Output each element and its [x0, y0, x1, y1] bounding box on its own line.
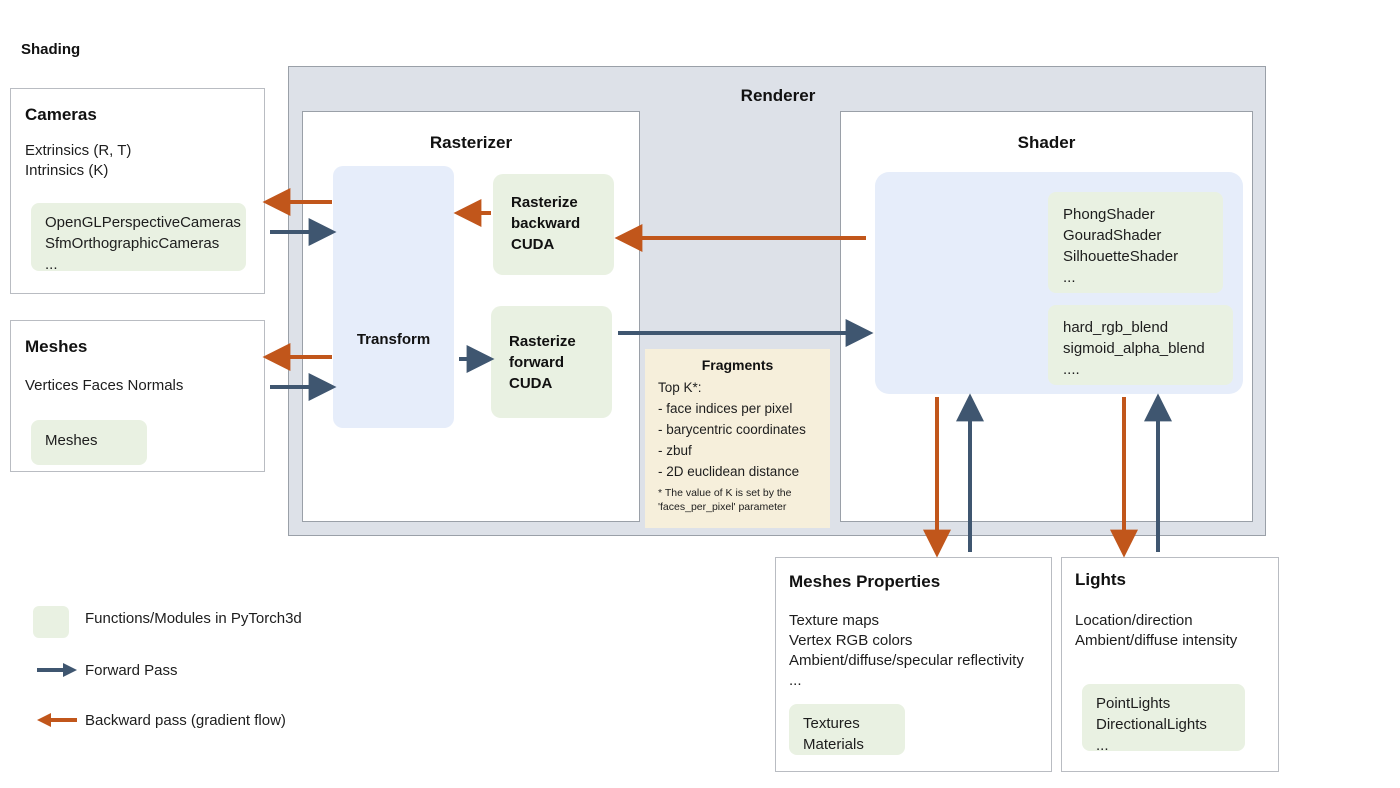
arrow-right-forward-icon — [37, 663, 77, 677]
blend-function-2: .... — [1063, 361, 1080, 378]
meshes-modules-list: Meshes — [31, 420, 147, 465]
cameras-panel: Cameras Extrinsics (R, T) Intrinsics (K)… — [10, 88, 265, 294]
blend-function-0: hard_rgb_blend — [1063, 319, 1169, 336]
cameras-body: Extrinsics (R, T) Intrinsics (K) — [25, 141, 131, 181]
fragments-line-3: - zbuf — [658, 443, 692, 458]
cameras-module-2: ... — [45, 256, 58, 273]
rasterize-backward-line-2: CUDA — [511, 236, 555, 253]
meshes-properties-module-1: Materials — [803, 736, 864, 753]
arrow-left-backward-icon — [37, 713, 77, 727]
legend: Functions/Modules in PyTorch3d Forward P… — [33, 600, 373, 750]
shader-module-3: ... — [1063, 269, 1076, 286]
cameras-title: Cameras — [25, 105, 97, 124]
fragments-line-4: - 2D euclidean distance — [658, 464, 800, 479]
rasterize-backward-cuda-block: Rasterize backward CUDA — [493, 174, 614, 275]
cameras-module-1: SfmOrthographicCameras — [45, 235, 220, 252]
lights-body: Location/direction Ambient/diffuse inten… — [1075, 611, 1237, 651]
fragments-line-0: Top K*: — [658, 380, 702, 395]
lights-title: Lights — [1075, 570, 1126, 589]
shading-title: Shading — [21, 41, 81, 58]
meshes-body-line-0: Vertices Faces Normals — [25, 377, 184, 394]
cameras-body-line-0: Extrinsics (R, T) — [25, 142, 132, 159]
meshes-properties-body: Texture maps Vertex RGB colors Ambient/d… — [789, 611, 1024, 691]
renderer-title: Renderer — [740, 86, 816, 105]
lights-panel: Lights Location/direction Ambient/diffus… — [1061, 557, 1279, 772]
rasterize-forward-line-0: Rasterize — [509, 333, 576, 350]
rasterize-backward-line-1: backward — [511, 215, 581, 232]
meshes-properties-line-1: Vertex RGB colors — [789, 632, 913, 649]
legend-label-1: Forward Pass — [85, 662, 178, 679]
fragments-footnote: * The value of K is set by the 'faces_pe… — [658, 487, 792, 513]
rasterize-backward-line-0: Rasterize — [511, 194, 578, 211]
lights-body-line-1: Ambient/diffuse intensity — [1075, 632, 1238, 649]
lights-body-line-0: Location/direction — [1075, 612, 1193, 629]
fragments-list: Top K*: - face indices per pixel - baryc… — [658, 377, 806, 482]
lights-module-1: DirectionalLights — [1096, 716, 1207, 733]
transform-label: Transform — [356, 330, 431, 348]
meshes-title: Meshes — [25, 337, 88, 356]
lights-module-2: ... — [1096, 737, 1109, 754]
shader-title: Shader — [1017, 133, 1076, 152]
green-square-swatch-icon — [33, 606, 69, 638]
meshes-properties-module-0: Textures — [803, 715, 860, 732]
cameras-modules-list: OpenGLPerspectiveCameras SfmOrthographic… — [31, 203, 246, 273]
meshes-panel: Meshes Vertices Faces Normals Meshes — [10, 320, 265, 472]
shader-module-1: GouradShader — [1063, 227, 1162, 244]
rasterize-forward-line-2: CUDA — [509, 375, 553, 392]
fragments-block: Fragments Top K*: - face indices per pix… — [645, 349, 830, 528]
legend-label-2: Backward pass (gradient flow) — [85, 712, 286, 729]
meshes-properties-modules-list: Textures Materials — [789, 704, 905, 755]
fragments-title: Fragments — [701, 357, 774, 373]
fragments-line-1: - face indices per pixel — [658, 401, 793, 416]
meshes-properties-title: Meshes Properties — [789, 572, 941, 591]
cameras-body-line-1: Intrinsics (K) — [25, 162, 109, 179]
blend-function-1: sigmoid_alpha_blend — [1063, 340, 1205, 357]
fragments-line-2: - barycentric coordinates — [658, 422, 806, 437]
cameras-module-0: OpenGLPerspectiveCameras — [45, 214, 241, 231]
shader-module-2: SilhouetteShader — [1063, 248, 1179, 265]
meshes-body: Vertices Faces Normals — [25, 376, 183, 396]
legend-label-0: Functions/Modules in PyTorch3d — [85, 610, 302, 627]
rasterizer-title: Rasterizer — [429, 133, 513, 152]
shader-module-0: PhongShader — [1063, 206, 1155, 223]
transform-block: Transform — [333, 166, 454, 428]
shader-modules-list: PhongShader GouradShader SilhouetteShade… — [1048, 192, 1223, 293]
lights-module-0: PointLights — [1096, 695, 1171, 712]
rasterize-forward-cuda-block: Rasterize forward CUDA — [491, 306, 612, 418]
lights-modules-list: PointLights DirectionalLights ... — [1082, 684, 1245, 754]
rasterize-forward-line-1: forward — [509, 354, 565, 371]
meshes-module-0: Meshes — [45, 432, 98, 449]
meshes-properties-panel: Meshes Properties Texture maps Vertex RG… — [775, 557, 1052, 772]
blend-functions-list: hard_rgb_blend sigmoid_alpha_blend .... — [1048, 305, 1233, 385]
meshes-properties-line-0: Texture maps — [789, 612, 880, 629]
meshes-properties-line-2: Ambient/diffuse/specular reflectivity — [789, 652, 1024, 669]
meshes-properties-line-3: ... — [789, 672, 802, 689]
